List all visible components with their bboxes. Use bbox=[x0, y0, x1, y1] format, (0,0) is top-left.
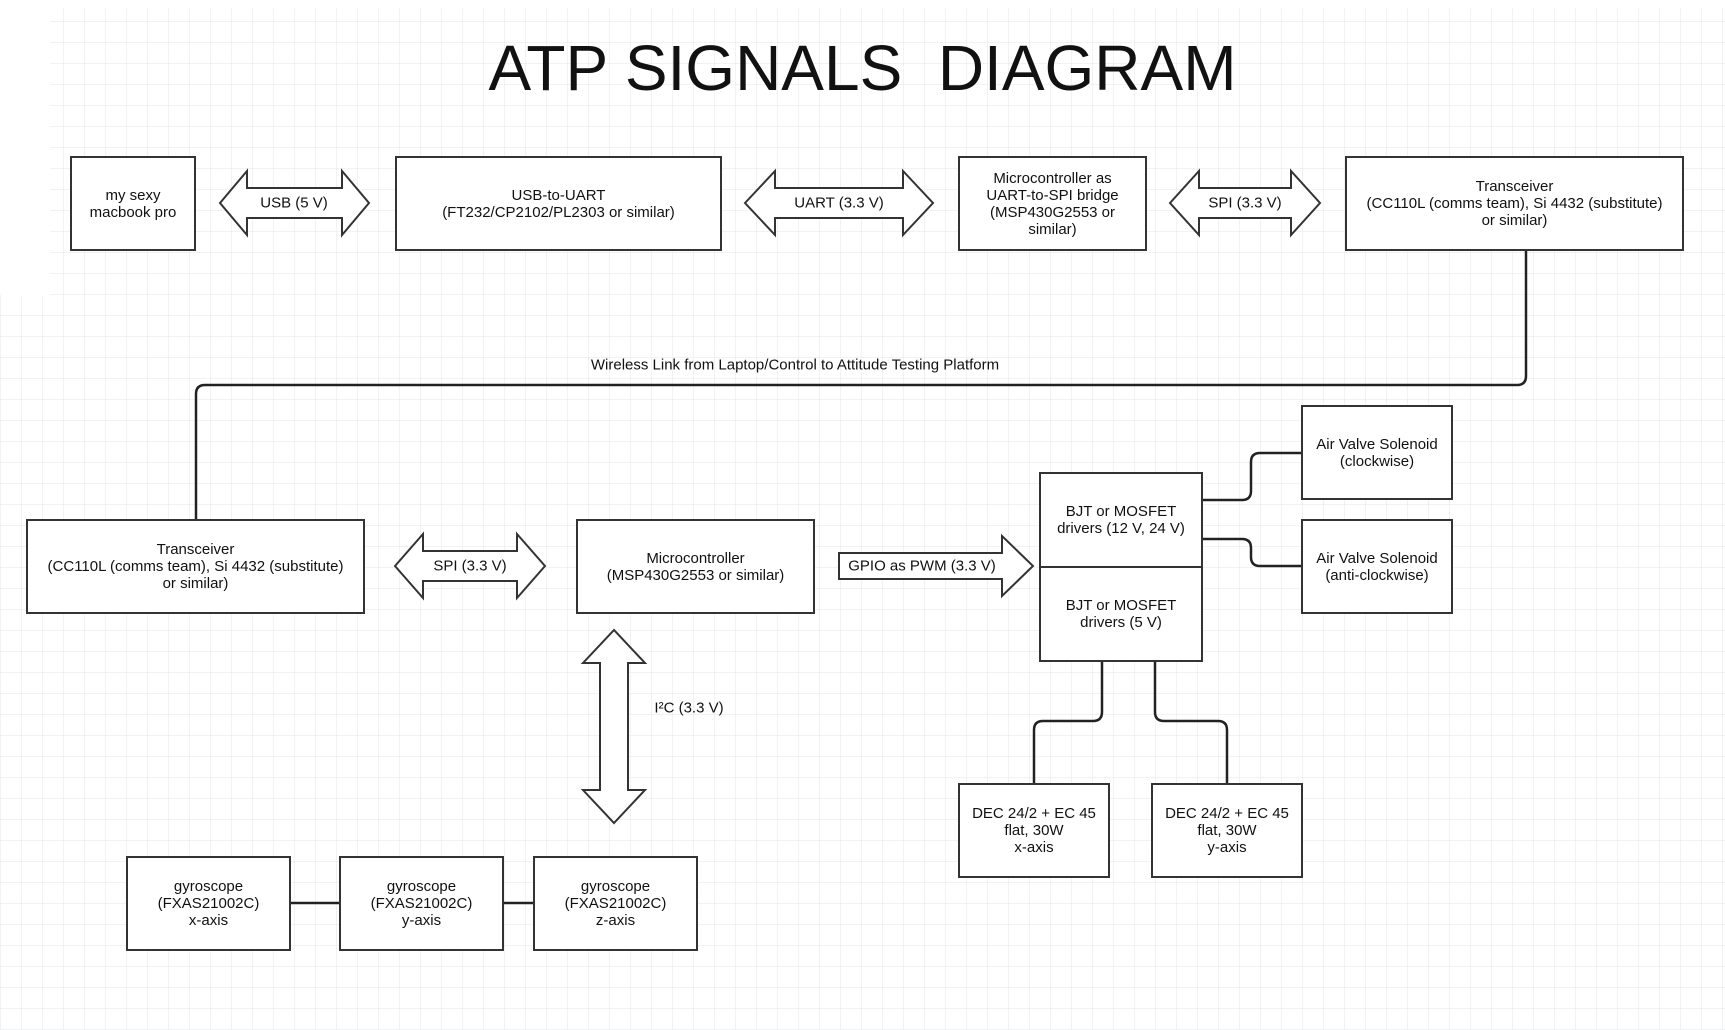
node-line: Transceiver bbox=[1475, 178, 1554, 195]
driver-to-valve-cw-line bbox=[1202, 451, 1301, 502]
spi-top-double-arrow bbox=[1168, 168, 1322, 238]
node-line: DEC 24/2 + EC 45 bbox=[1165, 805, 1289, 822]
node-line: (clockwise) bbox=[1339, 452, 1415, 470]
driver-to-valve-acw-line bbox=[1202, 537, 1301, 568]
wireless-link-label: Wireless Link from Laptop/Control to Att… bbox=[590, 356, 1000, 374]
node-line: Microcontroller as bbox=[993, 169, 1112, 187]
node-line: (anti-clockwise) bbox=[1325, 566, 1429, 584]
transceiver-bottom-node[interactable]: Transceiver (CC110L (comms team), Si 443… bbox=[26, 519, 365, 614]
node-line: (CC110L (comms team), Si 4432 (substitut… bbox=[1366, 195, 1663, 212]
node-line: drivers (5 V) bbox=[1080, 614, 1162, 631]
uart-link-label: UART (3.3 V) bbox=[794, 194, 884, 212]
node-line: (FT232/CP2102/PL2303 or similar) bbox=[442, 203, 675, 221]
motor-x-node[interactable]: DEC 24/2 + EC 45 flat, 30W x-axis bbox=[958, 783, 1110, 878]
driver-to-motor-x-line bbox=[1032, 661, 1104, 783]
node-line: Air Valve Solenoid bbox=[1316, 549, 1438, 567]
valve-clockwise-node[interactable]: Air Valve Solenoid (clockwise) bbox=[1301, 405, 1453, 500]
node-line: or similar) bbox=[1481, 212, 1548, 229]
node-line: (FXAS21002C) bbox=[564, 895, 667, 912]
gyro-z-node[interactable]: gyroscope (FXAS21002C) z-axis bbox=[533, 856, 698, 951]
driver-to-motor-y-line bbox=[1153, 661, 1229, 783]
node-line: x-axis bbox=[1014, 839, 1054, 856]
spi-top-link-label: SPI (3.3 V) bbox=[1208, 194, 1282, 212]
valve-anticlockwise-node[interactable]: Air Valve Solenoid (anti-clockwise) bbox=[1301, 519, 1453, 614]
node-line: UART-to-SPI bridge bbox=[986, 186, 1119, 204]
node-line: BJT or MOSFET bbox=[1065, 597, 1177, 614]
node-line: y-axis bbox=[1207, 839, 1247, 856]
gpio-pwm-link-label: GPIO as PWM (3.3 V) bbox=[848, 557, 996, 575]
node-line: (FXAS21002C) bbox=[370, 895, 473, 912]
grid-background-left bbox=[0, 295, 50, 1030]
node-line: (MSP430G2553 or similar) bbox=[606, 566, 785, 584]
node-line: my sexy bbox=[105, 186, 161, 204]
node-line: or similar) bbox=[162, 575, 229, 592]
usb-double-arrow bbox=[218, 168, 371, 238]
node-line: gyroscope bbox=[580, 878, 651, 895]
node-line: z-axis bbox=[595, 912, 636, 929]
driver-low-voltage-node[interactable]: BJT or MOSFET drivers (5 V) bbox=[1039, 566, 1203, 662]
gyro-x-node[interactable]: gyroscope (FXAS21002C) x-axis bbox=[126, 856, 291, 951]
node-line: Transceiver bbox=[156, 541, 235, 558]
driver-high-voltage-node[interactable]: BJT or MOSFET drivers (12 V, 24 V) bbox=[1039, 472, 1203, 568]
node-line: flat, 30W bbox=[1004, 822, 1064, 839]
node-line: gyroscope bbox=[173, 878, 244, 895]
uart-to-spi-bridge-node[interactable]: Microcontroller as UART-to-SPI bridge (M… bbox=[958, 156, 1147, 251]
uart-double-arrow bbox=[743, 168, 935, 238]
node-line: drivers (12 V, 24 V) bbox=[1057, 520, 1185, 537]
usb-to-uart-node[interactable]: USB-to-UART (FT232/CP2102/PL2303 or simi… bbox=[395, 156, 722, 251]
node-line: y-axis bbox=[401, 912, 442, 929]
node-line: DEC 24/2 + EC 45 bbox=[972, 805, 1096, 822]
i2c-link-label: I²C (3.3 V) bbox=[654, 699, 724, 717]
i2c-double-arrow bbox=[580, 628, 648, 825]
laptop-node[interactable]: my sexy macbook pro bbox=[70, 156, 196, 251]
node-line: similar) bbox=[1028, 220, 1077, 238]
transceiver-top-node[interactable]: Transceiver (CC110L (comms team), Si 443… bbox=[1345, 156, 1684, 251]
node-line: macbook pro bbox=[89, 203, 177, 221]
gyro-y-node[interactable]: gyroscope (FXAS21002C) y-axis bbox=[339, 856, 504, 951]
motor-y-node[interactable]: DEC 24/2 + EC 45 flat, 30W y-axis bbox=[1151, 783, 1303, 878]
node-line: USB-to-UART bbox=[511, 186, 606, 204]
usb-link-label: USB (5 V) bbox=[260, 194, 328, 212]
diagram-title: ATP SIGNALS DIAGRAM bbox=[488, 32, 1237, 104]
node-line: x-axis bbox=[188, 912, 229, 929]
spi-bottom-link-label: SPI (3.3 V) bbox=[433, 557, 507, 575]
node-line: (CC110L (comms team), Si 4432 (substitut… bbox=[47, 558, 344, 575]
node-line: (MSP430G2553 or bbox=[989, 203, 1116, 221]
spi-bottom-double-arrow bbox=[393, 531, 547, 601]
node-line: (FXAS21002C) bbox=[157, 895, 260, 912]
gpio-pwm-arrow bbox=[838, 533, 1035, 599]
node-line: Microcontroller bbox=[646, 549, 745, 567]
node-line: flat, 30W bbox=[1197, 822, 1257, 839]
node-line: Air Valve Solenoid bbox=[1316, 435, 1438, 453]
node-line: BJT or MOSFET bbox=[1065, 503, 1177, 520]
node-line: gyroscope bbox=[386, 878, 457, 895]
wireless-link-line bbox=[194, 250, 1528, 520]
microcontroller-node[interactable]: Microcontroller (MSP430G2553 or similar) bbox=[576, 519, 815, 614]
